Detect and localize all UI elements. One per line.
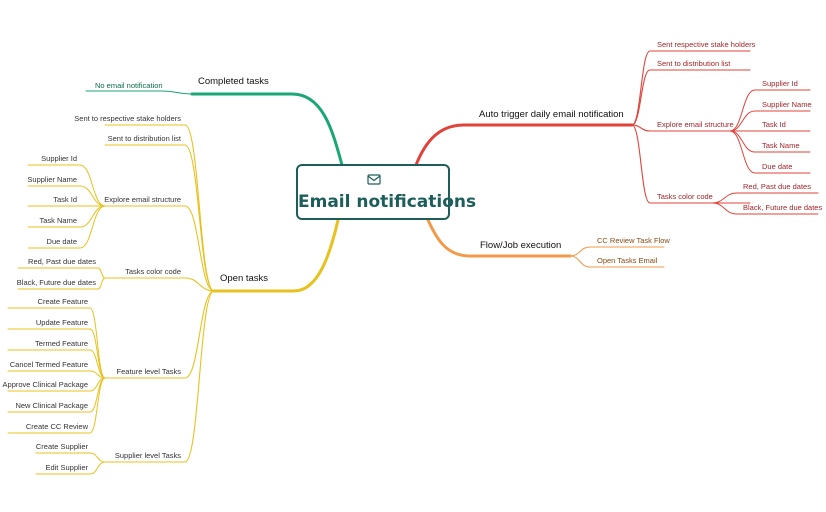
open-feature-level[interactable]: Feature level Tasks [116, 367, 181, 376]
edge-open-tasks [212, 218, 340, 293]
auto-stake-holders[interactable]: Sent respective stake holders [657, 40, 756, 49]
edge-open-supplier-leaf [35, 461, 106, 475]
open-color-code[interactable]: Tasks color code [125, 267, 181, 276]
open-color-item[interactable]: Red, Past due dates [28, 257, 96, 266]
open-supplier-level[interactable]: Supplier level Tasks [114, 451, 181, 460]
edge-flow-child [569, 255, 665, 268]
auto-color-item[interactable]: Red, Past due dates [743, 182, 811, 191]
auto-explore-structure[interactable]: Explore email structure [657, 120, 734, 129]
edge-open-explore-leaf [27, 185, 106, 207]
open-distribution-list[interactable]: Sent to distribution list [107, 134, 181, 143]
open-feature-item[interactable]: New Clinical Package [15, 401, 88, 410]
edge-open-child [104, 205, 215, 292]
edge-open-feature-leaf [7, 370, 106, 379]
edge-auto-child [631, 69, 751, 126]
edge-auto-trigger [414, 123, 634, 167]
auto-color-item[interactable]: Black, Future due dates [743, 203, 823, 212]
root-node[interactable]: Email notifications [296, 164, 477, 220]
edge-open-color-leaf [17, 277, 106, 290]
open-explore-item[interactable]: Supplier Id [41, 154, 77, 163]
auto-explore-item[interactable]: Task Id [762, 120, 786, 129]
branch-completed-tasks[interactable]: Completed tasks [198, 76, 269, 87]
open-feature-item[interactable]: Update Feature [35, 318, 88, 327]
edge-auto-color-leaf [711, 202, 819, 215]
open-feature-item[interactable]: Create Feature [37, 297, 88, 306]
edge-auto-child [631, 124, 751, 204]
edge-auto-explore-leaf [729, 130, 811, 174]
auto-explore-item[interactable]: Task Name [762, 141, 800, 150]
edge-open-supplier-leaf [35, 452, 106, 463]
auto-explore-item[interactable]: Supplier Id [762, 79, 798, 88]
edge-completed-tasks [190, 92, 344, 167]
open-explore-structure[interactable]: Explore email structure [104, 195, 181, 204]
edge-open-feature-leaf [7, 349, 106, 379]
edge-open-explore-leaf [27, 205, 106, 249]
edge-auto-explore-leaf [729, 89, 811, 132]
edge-auto-explore-leaf [729, 110, 811, 132]
open-feature-item[interactable]: Cancel Termed Feature [9, 360, 88, 369]
branch-open-tasks[interactable]: Open tasks [220, 273, 269, 284]
edge-no-email [85, 90, 193, 95]
auto-color-code[interactable]: Tasks color code [657, 192, 713, 201]
open-color-item[interactable]: Black, Future due dates [16, 278, 96, 287]
root-title: Email notifications [298, 192, 477, 212]
open-feature-item[interactable]: Termed Feature [35, 339, 88, 348]
open-stake-holders[interactable]: Sent to respective stake holders [74, 114, 181, 123]
completed-item[interactable]: No email notification [95, 81, 163, 90]
edge-flow-job [426, 218, 572, 258]
open-feature-item[interactable]: Create CC Review [25, 422, 88, 431]
open-explore-item[interactable]: Due date [46, 237, 77, 246]
branch-flow-job[interactable]: Flow/Job execution [480, 240, 562, 251]
edge-open-child [104, 144, 215, 292]
edge-open-feature-leaf [7, 377, 106, 434]
flow-item[interactable]: Open Tasks Email [597, 256, 658, 265]
auto-distribution-list[interactable]: Sent to distribution list [657, 59, 731, 68]
open-explore-item[interactable]: Supplier Name [27, 175, 77, 184]
edge-flow-child [569, 246, 665, 257]
open-explore-item[interactable]: Task Name [39, 216, 77, 225]
open-feature-item[interactable]: Approve Clinical Package [2, 380, 88, 389]
edge-open-child [104, 277, 215, 292]
edge-open-child [104, 290, 215, 463]
edge-open-color-leaf [17, 267, 106, 279]
edge-auto-color-leaf [711, 192, 819, 204]
open-supplier-item[interactable]: Edit Supplier [45, 463, 88, 472]
branch-auto-trigger[interactable]: Auto trigger daily email notification [479, 109, 624, 120]
auto-explore-item[interactable]: Supplier Name [762, 100, 812, 109]
open-explore-item[interactable]: Task Id [53, 195, 77, 204]
envelope-icon [367, 174, 381, 185]
auto-explore-item[interactable]: Due date [762, 162, 793, 171]
flow-item[interactable]: CC Review Task Flow [597, 236, 670, 245]
open-supplier-item[interactable]: Create Supplier [35, 442, 88, 451]
edge-auto-child [631, 124, 751, 132]
edge-open-explore-leaf [27, 164, 106, 207]
edge-open-child [104, 290, 215, 379]
